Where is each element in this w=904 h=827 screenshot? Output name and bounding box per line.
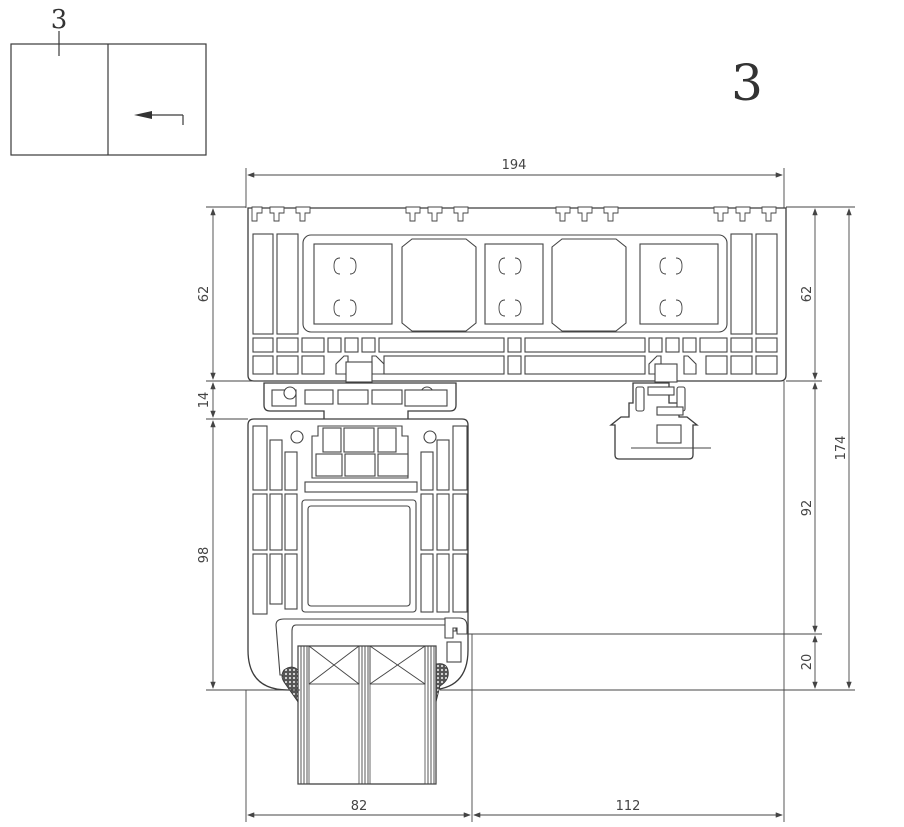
dim-right-mid: 92: [800, 500, 815, 517]
dim-bottom-left: 82: [351, 799, 368, 814]
glass-unit: [297, 645, 437, 785]
key-plan: [10, 31, 207, 156]
left-arrow-icon: [134, 111, 184, 125]
dim-left-sash: 98: [197, 547, 212, 564]
section-number: 3: [731, 54, 763, 112]
key-plan-label: 3: [51, 5, 68, 35]
dimension-lines: [206, 168, 855, 822]
dim-left-gap: 14: [197, 392, 212, 409]
dim-right-overall: 174: [834, 436, 849, 461]
glazing-gaskets: [281, 663, 449, 704]
sash-profile: [247, 418, 469, 691]
dim-right-bottom: 20: [800, 654, 815, 671]
adapter-profile: [609, 363, 711, 460]
dim-bottom-right: 112: [616, 799, 641, 814]
dim-right-top: 62: [800, 286, 815, 303]
dim-overall-width: 194: [502, 158, 527, 173]
top-frame-profile: [247, 206, 787, 382]
dim-left-top: 62: [197, 286, 212, 303]
